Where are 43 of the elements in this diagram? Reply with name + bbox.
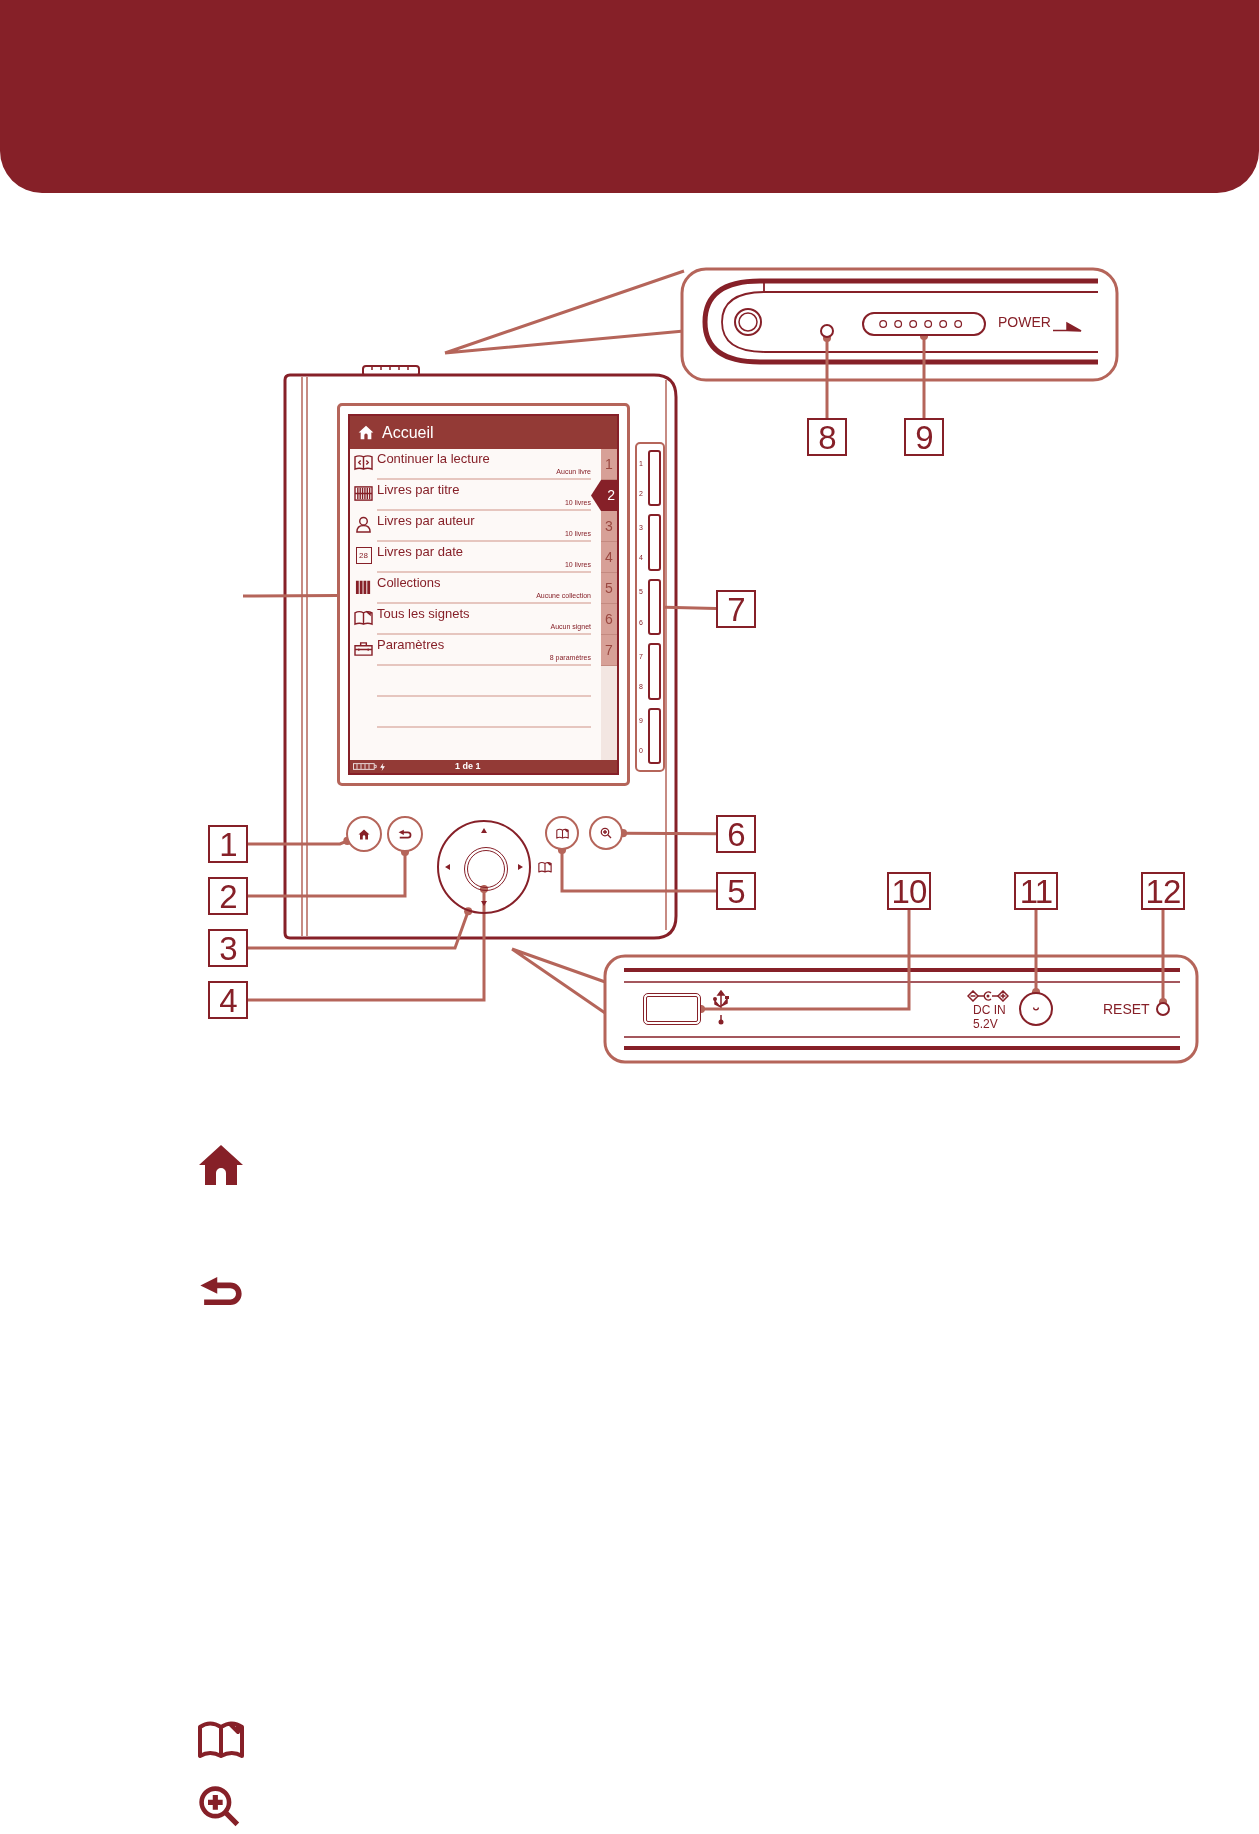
menu-item: Livres par auteur [377,512,476,528]
callout-number: 4 [208,981,248,1019]
usb-port [643,993,701,1025]
tab: 6 [601,604,617,635]
calendar-icon: 28 [355,547,372,564]
callout-number: 5 [716,872,756,910]
leader-line [248,907,473,950]
port-label: DC IN [973,1004,1006,1016]
screen [337,403,630,786]
menu-item: Continuer la lecture [377,450,491,466]
leader-line [243,593,337,598]
switch-label: POWER [998,315,1051,329]
callout-number: 9 [904,418,944,456]
callout-number: 6 [716,815,756,853]
tab: 5 [601,573,617,604]
callout-number: 1 [208,825,248,863]
callout-number: 11 [1014,872,1058,910]
voltage-label: 5.2V [973,1018,998,1030]
leader-line [248,836,352,846]
direction-pad [437,820,531,914]
callout-number: 10 [887,872,931,910]
callout-number: 8 [807,418,847,456]
screen-title: Accueil [382,422,434,443]
menu-item: Collections [377,574,442,590]
number-key-strip [635,442,665,772]
menu-item: Livres par date [377,543,464,559]
tab: 4 [601,542,617,573]
callout-number: 3 [208,929,248,967]
tab: 3 [601,511,617,542]
leader-line [248,884,489,1002]
page-indicator: 1 de 1 [455,762,481,771]
power-switch [862,312,986,336]
menu-item: Livres par titre [377,481,461,497]
reset-label: RESET [1103,1002,1150,1016]
leader-line [664,605,717,611]
selected-tab: 2 [591,480,617,511]
menu-item: Paramètres [377,636,446,652]
callout-number: 2 [208,877,248,915]
tab: 1 [601,449,617,480]
tab: 7 [601,635,617,666]
menu-item: Tous les signets [377,605,471,621]
callout-number: 7 [716,590,756,628]
callout-number: 12 [1141,872,1185,910]
